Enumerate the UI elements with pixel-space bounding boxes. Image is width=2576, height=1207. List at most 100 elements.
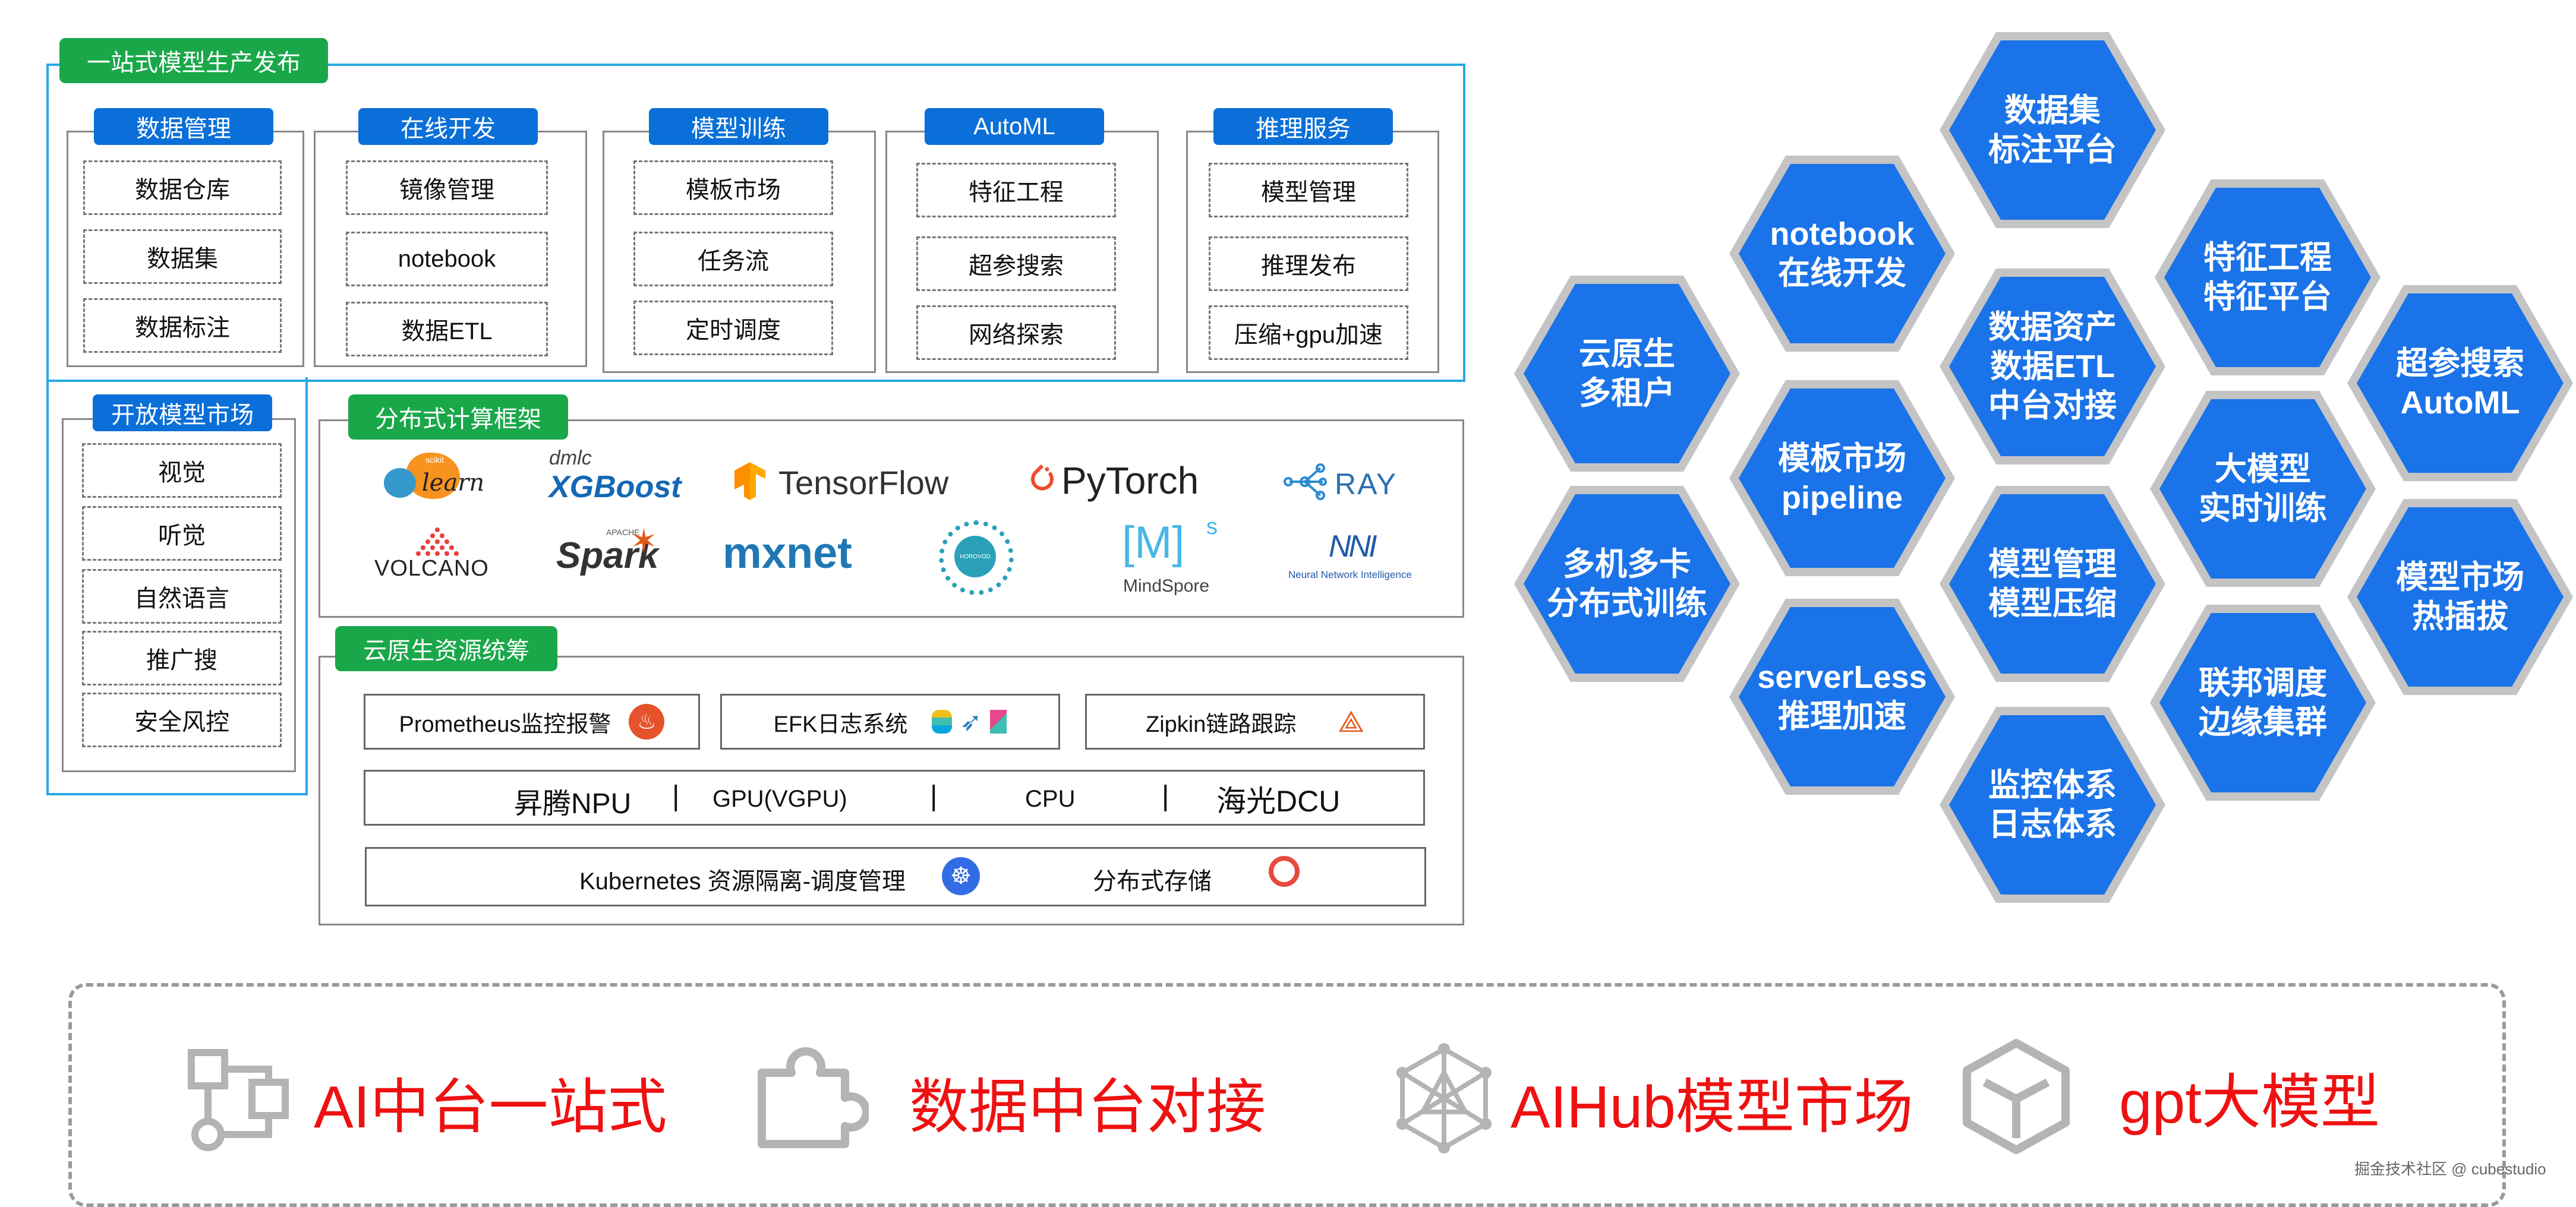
kubernetes-icon: ☸ bbox=[942, 857, 980, 895]
hex-line: 热插拔 bbox=[2412, 599, 2508, 634]
market-item: 自然语言 bbox=[82, 569, 282, 624]
ray-text: RAY bbox=[1335, 467, 1398, 501]
hex-tile: 大模型实时训练 bbox=[2150, 391, 2376, 587]
distributed-title: 分布式计算框架 bbox=[348, 394, 568, 440]
pytorch-text: PyTorch bbox=[1061, 459, 1199, 502]
mindspore-logo: [M] s MindSpore bbox=[1117, 514, 1236, 598]
compute-dcu: 海光DCU bbox=[1216, 785, 1341, 818]
puzzle-icon bbox=[758, 1047, 869, 1148]
horovod-logo: HOROVOD bbox=[935, 517, 1015, 596]
module-title: AutoML bbox=[925, 108, 1104, 145]
efk-icon: ➶ bbox=[931, 707, 1007, 737]
storage-icon bbox=[1269, 856, 1300, 887]
market-title: 开放模型市场 bbox=[93, 394, 272, 431]
module-title: 数据管理 bbox=[94, 108, 273, 145]
module-item: 特征工程 bbox=[916, 163, 1116, 217]
market-frame bbox=[46, 377, 308, 795]
hex-line: 大模型 bbox=[2215, 451, 2311, 487]
hex-tile: 特征工程特征平台 bbox=[2155, 179, 2380, 375]
monitor-prometheus: Prometheus监控报警 ♨ bbox=[364, 694, 700, 750]
hex-line: pipeline bbox=[1781, 480, 1903, 516]
module-item: 数据仓库 bbox=[83, 160, 282, 215]
hex-line: AutoML bbox=[2400, 385, 2520, 421]
workflow-icon bbox=[188, 1049, 289, 1151]
hex-line: 监控体系 bbox=[1988, 767, 2117, 803]
nni-logo: NNI Neural Network Intelligence bbox=[1284, 529, 1426, 588]
cloud-title: 云原生资源统筹 bbox=[335, 626, 557, 671]
module-title: 推理服务 bbox=[1213, 108, 1393, 145]
k8s-label: Kubernetes 资源隔离-调度管理 bbox=[579, 868, 906, 895]
spark-small-text: APACHE bbox=[606, 527, 640, 537]
module-item: 推理发布 bbox=[1209, 236, 1408, 291]
hex-tile: 联邦调度边缘集群 bbox=[2150, 605, 2376, 801]
tensorflow-text: TensorFlow bbox=[778, 464, 949, 501]
hex-line: 云原生 bbox=[1579, 336, 1675, 372]
module-item: notebook bbox=[346, 232, 548, 286]
module-item: 网络探索 bbox=[916, 305, 1116, 360]
hex-line: 模型市场 bbox=[2396, 560, 2524, 595]
hex-line: 推理加速 bbox=[1778, 699, 1906, 734]
mindspore-mark: [M] bbox=[1122, 517, 1185, 568]
monitor-zipkin: Zipkin链路跟踪 ⟁ bbox=[1085, 694, 1425, 750]
k8s-row: Kubernetes 资源隔离-调度管理 ☸ 分布式存储 bbox=[365, 847, 1426, 906]
compute-row: 昇腾NPU | GPU(VGPU) | CPU | 海光DCU bbox=[364, 770, 1425, 826]
platform-title: 一站式模型生产发布 bbox=[59, 38, 328, 83]
hex-tile: 超参搜索 AutoML bbox=[2347, 285, 2573, 481]
mindspore-sup: s bbox=[1206, 514, 1218, 539]
module-item: 超参搜索 bbox=[916, 236, 1116, 291]
capability-label: 数据中台对接 bbox=[909, 1074, 1266, 1140]
sklearn-orange-blob bbox=[406, 453, 460, 499]
hex-line: 模型管理 bbox=[1988, 546, 2117, 582]
compute-gpu: GPU(VGPU) bbox=[712, 786, 847, 812]
hex-line: 多机多卡 bbox=[1563, 546, 1691, 582]
capability-label: AIHub模型市场 bbox=[1511, 1074, 1913, 1140]
platform-frame bbox=[46, 64, 1465, 382]
spark-text: Spark bbox=[556, 535, 659, 576]
hex-line: 边缘集群 bbox=[2199, 704, 2327, 740]
prometheus-icon: ♨ bbox=[629, 704, 665, 740]
compute-divider: | bbox=[672, 781, 680, 812]
distributed-panel bbox=[319, 419, 1464, 618]
spark-star-icon: ✶ bbox=[630, 522, 658, 560]
hex-line: 数据集 bbox=[2004, 93, 2101, 128]
fluentd-icon: ➶ bbox=[960, 707, 982, 737]
market-item: 听觉 bbox=[82, 506, 282, 561]
hex-tile: 数据集标注平台 bbox=[1940, 32, 2165, 228]
hex-line: 特征平台 bbox=[2203, 279, 2332, 315]
xgboost-text: XGBoost bbox=[549, 470, 682, 504]
module-item: 定时调度 bbox=[633, 301, 833, 355]
network-icon bbox=[1396, 1043, 1492, 1154]
mxnet-logo: mxnet bbox=[723, 527, 877, 581]
spark-logo: APACHE Spark ✶ bbox=[553, 522, 671, 587]
monitor-label: EFK日志系统 bbox=[773, 712, 908, 737]
hex-line: 模板市场 bbox=[1778, 441, 1906, 476]
zipkin-icon: ⟁ bbox=[1338, 704, 1364, 738]
xgboost-logo: dmlc XGBoost bbox=[547, 447, 681, 506]
nni-mark: NNI bbox=[1329, 529, 1377, 564]
hex-tile: 多机多卡分布式训练 bbox=[1514, 486, 1740, 682]
hex-tile: 云原生多租户 bbox=[1514, 276, 1740, 472]
hex-tile: 模型市场热插拔 bbox=[2347, 499, 2573, 695]
module-title: 在线开发 bbox=[358, 108, 538, 145]
hex-line: 联邦调度 bbox=[2199, 665, 2327, 701]
hex-line: 数据ETL bbox=[1990, 349, 2115, 384]
compute-divider: | bbox=[930, 781, 938, 812]
hex-line: 多租户 bbox=[1579, 375, 1675, 411]
hex-line: 超参搜索 bbox=[2396, 346, 2524, 381]
monitor-label: Prometheus监控报警 bbox=[399, 712, 611, 737]
compute-divider: | bbox=[1162, 781, 1169, 812]
ray-logo: RAY bbox=[1284, 459, 1426, 506]
sklearn-logo: scikit learn bbox=[380, 447, 487, 506]
module-item: 数据集 bbox=[83, 229, 282, 284]
watermark: 掘金技术社区 @ cubestudio bbox=[2354, 1160, 2546, 1178]
pytorch-icon bbox=[1031, 464, 1054, 491]
pytorch-logo: PyTorch bbox=[1029, 455, 1219, 505]
capabilities-frame bbox=[68, 983, 2506, 1207]
hex-line: 中台对接 bbox=[1988, 388, 2117, 424]
module-item: 模板市场 bbox=[633, 160, 833, 215]
hex-tile: 监控体系日志体系 bbox=[1940, 707, 2165, 903]
hex-line: 日志体系 bbox=[1988, 807, 2117, 842]
market-item: 推广搜 bbox=[82, 631, 282, 685]
